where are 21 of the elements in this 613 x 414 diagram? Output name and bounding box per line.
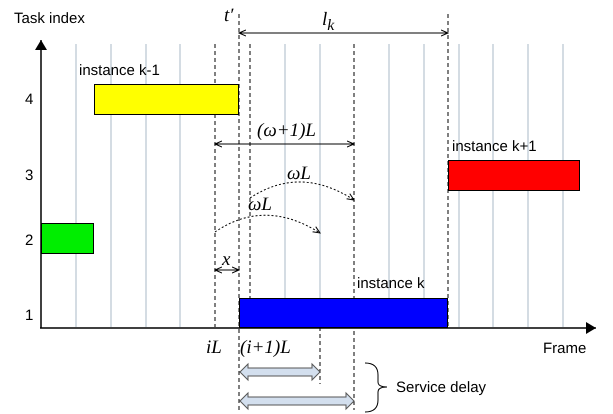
bar-label: instance k-1: [79, 62, 160, 79]
bar-label: instance k+1: [452, 138, 537, 155]
length-label: l$_{k}$: [322, 10, 334, 36]
axis-title: Frame: [543, 340, 586, 357]
tick-label: 3: [25, 167, 34, 184]
annotation-text: Service delay: [396, 379, 486, 396]
dimension-label: x: [222, 250, 230, 270]
tick-label: 2: [25, 232, 34, 249]
dimension-label: ωL: [287, 164, 311, 184]
axis-title: Task index: [14, 10, 85, 27]
task-bar: [41, 223, 94, 254]
tick-label: 4: [25, 91, 34, 108]
dimension-label: (ω+1)L: [257, 121, 316, 141]
task-bar: [448, 138, 580, 191]
tick-label: (i+1)L: [240, 338, 291, 358]
bar-label: instance k: [357, 275, 425, 292]
time-label: t′: [224, 6, 234, 26]
task-bar: [239, 275, 448, 328]
tick-label: 1: [25, 307, 34, 324]
tick-label: iL: [206, 338, 222, 358]
task-bar: [79, 62, 239, 115]
